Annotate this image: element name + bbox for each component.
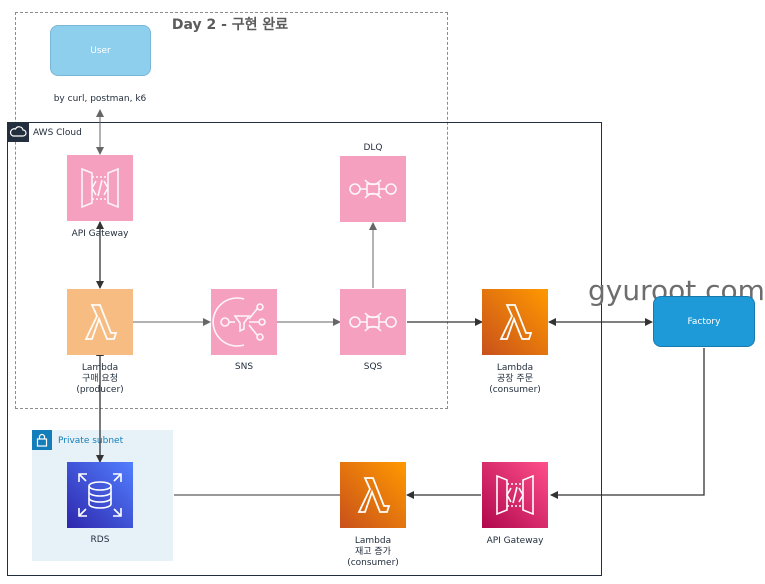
api-gateway-bottom-label: API Gateway: [486, 536, 544, 546]
sns-icon[interactable]: [211, 289, 277, 355]
sqs-label: SQS: [363, 362, 383, 372]
lock-icon: [32, 430, 52, 450]
rds-label: RDS: [90, 535, 110, 545]
api-gateway-icon[interactable]: [67, 155, 133, 221]
factory-label: Factory: [687, 316, 721, 327]
cloud-icon: [7, 122, 29, 142]
api-gateway-icon[interactable]: [482, 462, 548, 528]
private-subnet-label: Private subnet: [58, 436, 124, 446]
lambda-icon[interactable]: [482, 289, 548, 355]
aws-cloud-group: [7, 122, 602, 576]
sqs-icon[interactable]: [340, 289, 406, 355]
lambda-stock-label: Lambda 재고 증가 (consumer): [347, 536, 399, 568]
lambda-factory-label: Lambda 공장 주문 (consumer): [489, 363, 541, 395]
lambda-icon[interactable]: [340, 462, 406, 528]
sns-label: SNS: [234, 362, 254, 372]
lambda-producer-label: Lambda 구매 요청 (producer): [76, 363, 124, 395]
user-note: by curl, postman, k6: [53, 94, 147, 104]
day2-dashed-boundary: [15, 12, 448, 409]
aws-cloud-label: AWS Cloud: [33, 128, 82, 138]
user-label: User: [90, 45, 111, 56]
lambda-icon[interactable]: [67, 289, 133, 355]
rds-icon[interactable]: [67, 462, 133, 528]
api-gateway-top-label: API Gateway: [71, 229, 129, 239]
diagram-title: Day 2 - 구현 완료: [171, 17, 289, 33]
user-node[interactable]: User: [50, 25, 151, 76]
sqs-icon[interactable]: [340, 156, 406, 222]
edge-factory-apigw-bottom: [550, 348, 705, 499]
dlq-label: DLQ: [363, 143, 383, 153]
factory-node[interactable]: Factory: [653, 296, 755, 347]
